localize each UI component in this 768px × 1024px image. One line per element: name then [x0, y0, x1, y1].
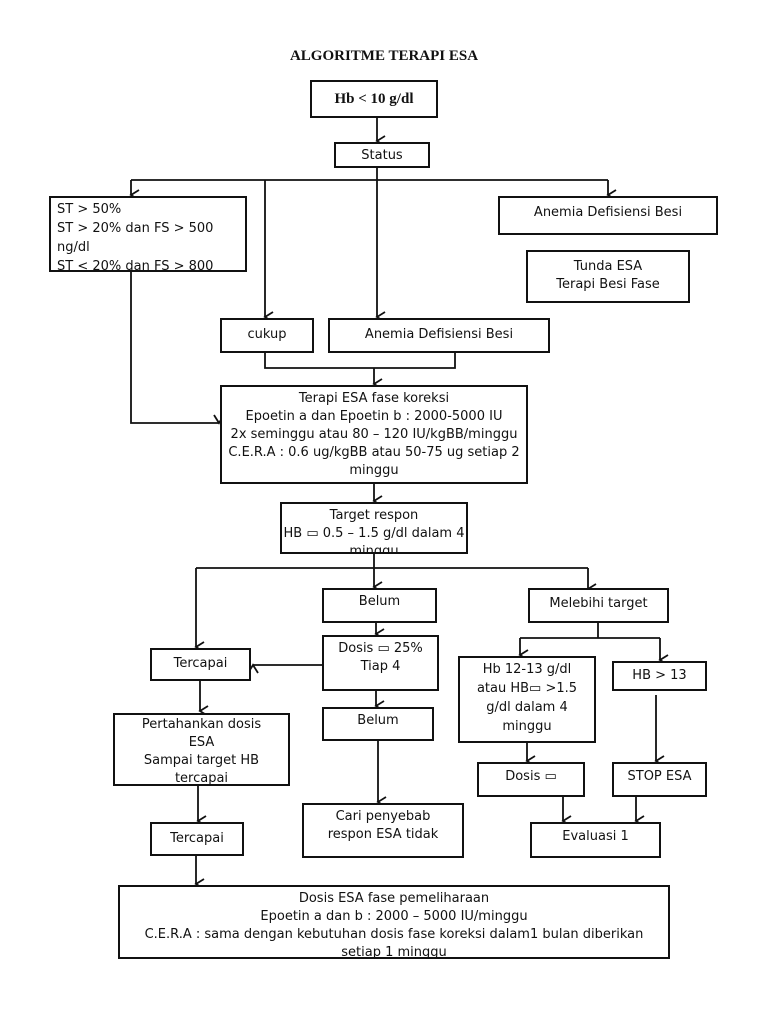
- hb1213-line: g/dl dalam 4: [486, 700, 568, 715]
- terapi-line: 2x seminggu atau 80 – 120 IU/kgBB/minggu: [230, 427, 518, 442]
- cukup-label: cukup: [247, 327, 287, 342]
- hb-13-box: HB > 13: [612, 661, 707, 691]
- diagram-title: ALGORITME TERAPI ESA: [289, 48, 479, 64]
- tercapai-label: Tercapai: [170, 831, 224, 846]
- target-line: minggu: [349, 544, 399, 554]
- cari-penyebab-box: Cari penyebab respon ESA tidak: [302, 803, 464, 858]
- terapi-line: C.E.R.A : 0.6 ug/kgBB atau 50-75 ug seti…: [228, 445, 520, 460]
- st-line: ST > 50%: [57, 202, 122, 217]
- melebihi-box: Melebihi target: [528, 588, 669, 623]
- status-box: Status: [334, 142, 430, 168]
- terapi-line: Terapi ESA fase koreksi: [298, 391, 450, 406]
- hb1213-line: minggu: [502, 719, 552, 734]
- anemia-mid-label: Anemia Defisiensi Besi: [364, 327, 514, 342]
- pemeliharaan-box: Dosis ESA fase pemeliharaan Epoetin a da…: [118, 885, 670, 959]
- target-line: HB ▭ 0.5 – 1.5 g/dl dalam 4: [283, 526, 465, 541]
- pertahankan-line: Sampai target HB: [143, 753, 260, 768]
- dosis-line: Tiap 4: [360, 659, 401, 674]
- hb1213-line: Hb 12-13 g/dl: [482, 662, 572, 677]
- st-line: ST > 20% dan FS > 500: [57, 221, 214, 236]
- status-label: Status: [361, 148, 403, 163]
- hb13-label: HB > 13: [632, 668, 687, 683]
- hb-12-13-box: Hb 12-13 g/dl atau HB▭ >1.5 g/dl dalam 4…: [458, 656, 596, 743]
- tercapai-label: Tercapai: [173, 656, 228, 671]
- belum-box-2: Belum: [322, 707, 434, 741]
- target-box: Target respon HB ▭ 0.5 – 1.5 g/dl dalam …: [280, 502, 468, 554]
- terapi-line: Epoetin a dan Epoetin b : 2000-5000 IU: [245, 409, 503, 424]
- pertahankan-line: Pertahankan dosis: [141, 717, 262, 732]
- dosis-small-box: Dosis ▭: [477, 762, 585, 797]
- pemeliharaan-line: C.E.R.A : sama dengan kebutuhan dosis fa…: [144, 927, 644, 942]
- hb1213-line: atau HB▭ >1.5: [476, 681, 578, 696]
- hb-box: Hb < 10 g/dl: [310, 80, 438, 118]
- pemeliharaan-line: Dosis ESA fase pemeliharaan: [298, 891, 490, 906]
- pemeliharaan-line: setiap 1 minggu: [341, 945, 447, 959]
- cukup-merge: [264, 352, 456, 369]
- cukup-box: cukup: [220, 318, 314, 353]
- dosis-small-label: Dosis ▭: [505, 769, 557, 784]
- melebihi-label: Melebihi target: [549, 596, 648, 611]
- hb-label: Hb < 10 g/dl: [334, 91, 414, 107]
- st-line: ng/dl: [57, 240, 90, 255]
- anemia-right-box: Anemia Defisiensi Besi: [498, 196, 718, 235]
- tunda-line: Tunda ESA: [573, 259, 643, 274]
- target-line: Target respon: [329, 508, 419, 523]
- tercapai-box-2: Tercapai: [150, 822, 244, 856]
- anemia-mid-box: Anemia Defisiensi Besi: [328, 318, 550, 353]
- terapi-line: minggu: [349, 463, 399, 478]
- pertahankan-line: ESA: [188, 735, 215, 750]
- dosis-line: Dosis ▭ 25%: [338, 641, 423, 656]
- belum-label: Belum: [358, 594, 401, 609]
- belum-label: Belum: [357, 713, 399, 728]
- evaluasi-label: Evaluasi 1: [562, 829, 629, 844]
- stop-esa-box: STOP ESA: [612, 762, 707, 797]
- cari-line: respon ESA tidak: [327, 827, 439, 842]
- stop-label: STOP ESA: [627, 769, 692, 784]
- pemeliharaan-line: Epoetin a dan b : 2000 – 5000 IU/minggu: [260, 909, 528, 924]
- dosis-25-box: Dosis ▭ 25% Tiap 4: [322, 635, 439, 691]
- tunda-box: Tunda ESA Terapi Besi Fase: [526, 250, 690, 303]
- st-line: ST < 20% dan FS > 800: [57, 259, 214, 272]
- st-box: ST > 50% ST > 20% dan FS > 500 ng/dl ST …: [49, 196, 247, 272]
- tercapai-box-1: Tercapai: [150, 648, 251, 681]
- evaluasi-box: Evaluasi 1: [530, 822, 661, 858]
- belum-box-1: Belum: [322, 588, 437, 623]
- terapi-koreksi-box: Terapi ESA fase koreksi Epoetin a dan Ep…: [220, 385, 528, 484]
- anemia-right-label: Anemia Defisiensi Besi: [533, 205, 683, 220]
- tunda-line: Terapi Besi Fase: [556, 277, 660, 292]
- pertahankan-line: tercapai: [174, 771, 229, 786]
- cari-line: Cari penyebab: [335, 809, 431, 824]
- arrow-st-to-terapi: [130, 271, 225, 425]
- pertahankan-box: Pertahankan dosis ESA Sampai target HB t…: [113, 713, 290, 786]
